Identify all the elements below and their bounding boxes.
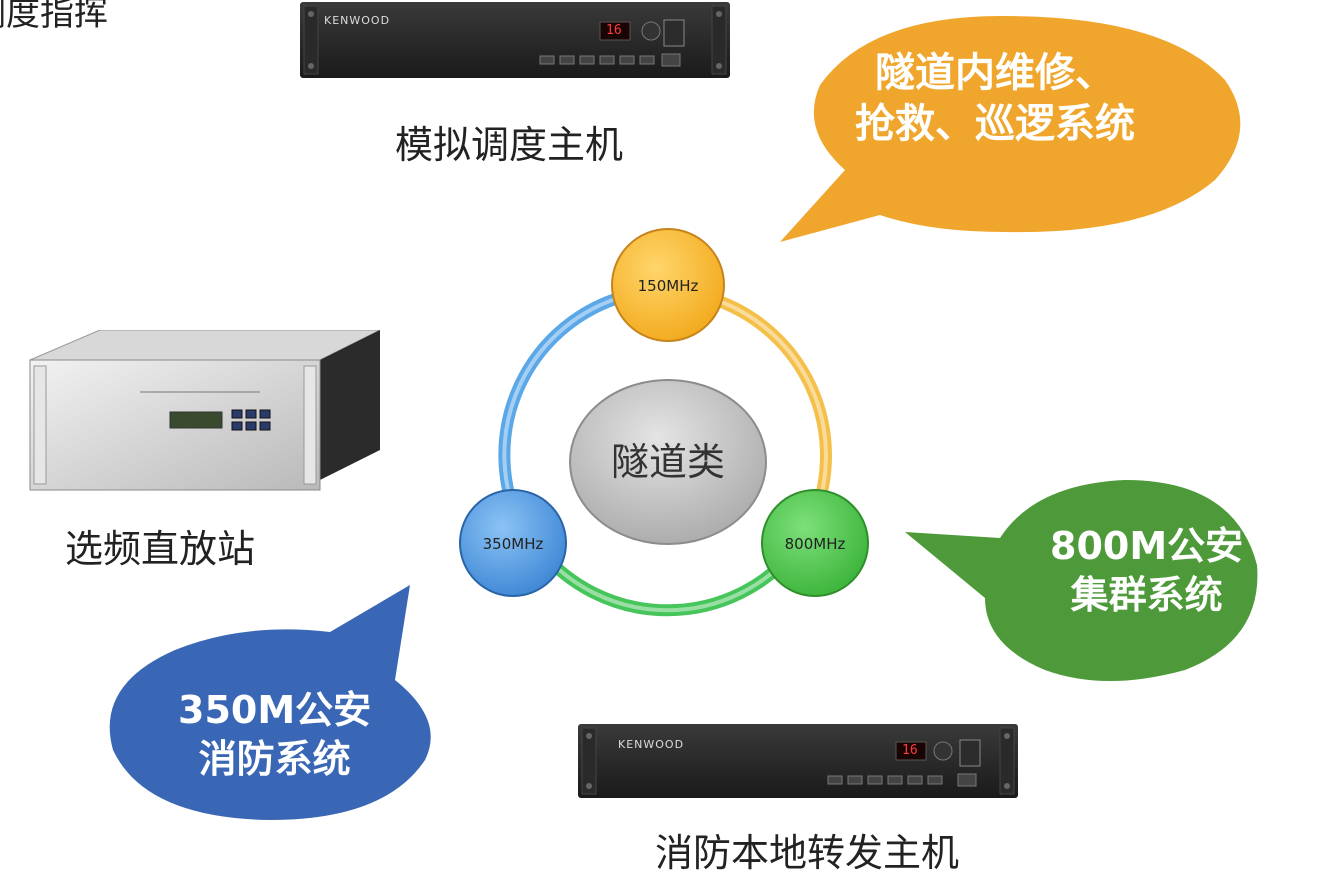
node-350mhz <box>459 489 567 597</box>
device-brand: KENWOOD <box>324 14 391 27</box>
bubble-police-text: 800M公安 集群系统 <box>1050 522 1243 619</box>
repeater-device <box>20 329 381 500</box>
bubble-maintenance-line1: 隧道内维修、 <box>875 50 1115 96</box>
rack-radio-image <box>300 2 730 78</box>
bubble-fire-line2: 消防系统 <box>198 736 351 781</box>
bubble-maintenance-text: 隧道内维修、 抢救、巡逻系统 <box>855 48 1135 150</box>
fire-forwarding-device: KENWOOD 16 <box>578 722 1018 802</box>
ring-arc-blue <box>498 290 631 531</box>
analog-dispatch-device: KENWOOD 16 <box>300 0 730 80</box>
bubble-fire-shape <box>109 585 431 820</box>
node-800mhz-label: 800MHz <box>785 535 846 553</box>
bubble-fire-text: 350M公安 消防系统 <box>178 686 371 783</box>
rack-radio-image <box>578 724 1018 798</box>
frequency-ring-diagram: 隧道类 150MHz 800MHz 350MHz <box>459 228 869 617</box>
bubble-maintenance-shape <box>780 15 1241 242</box>
node-150mhz-label: 150MHz <box>638 277 699 295</box>
center-node-label: 隧道类 <box>611 440 725 484</box>
node-150mhz <box>611 228 725 342</box>
ring-arc-green <box>534 544 801 617</box>
bubble-maintenance-line2: 抢救、巡逻系统 <box>855 101 1135 148</box>
ring-arc-orange <box>704 292 832 528</box>
cropped-caption: 调度指挥 <box>0 0 108 34</box>
analog-dispatch-label: 模拟调度主机 <box>395 123 624 167</box>
bubble-police-line2: 集群系统 <box>1070 572 1223 617</box>
node-800mhz <box>761 489 869 597</box>
repeater-image <box>29 329 381 491</box>
center-node <box>569 379 767 545</box>
bubble-police-shape <box>905 480 1258 681</box>
repeater-label: 选频直放站 <box>65 527 256 571</box>
bubble-fire-line1: 350M公安 <box>178 688 372 732</box>
node-350mhz-label: 350MHz <box>483 535 544 553</box>
device-display: 16 <box>606 23 622 38</box>
fire-forwarding-label: 消防本地转发主机 <box>655 831 960 875</box>
device-brand: KENWOOD <box>618 738 685 751</box>
device-display: 16 <box>902 743 918 758</box>
bubble-police-line1: 800M公安 <box>1050 524 1244 568</box>
